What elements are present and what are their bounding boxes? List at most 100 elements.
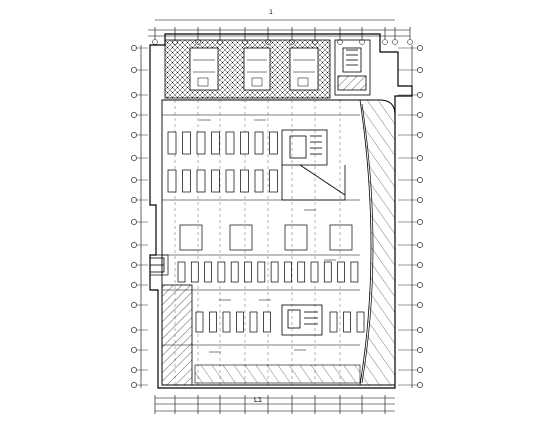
top-dimension-lines [148, 19, 410, 37]
parking-stall [356, 311, 365, 333]
left-axis-bubble [131, 155, 137, 161]
bottom-axis-ticks [154, 395, 386, 414]
top-axis-bubble [382, 39, 388, 45]
right-axis-bubble [417, 132, 423, 138]
parking-stall [211, 131, 220, 155]
parking-stall [269, 169, 278, 193]
parking-stall [225, 131, 235, 155]
right-axis-bubble [417, 155, 423, 161]
right-axis-bubble [417, 282, 423, 288]
annotation-marks [199, 119, 336, 353]
right-axis-bubble [417, 177, 423, 183]
parking-stall [217, 261, 226, 283]
top-axis-bubble [337, 39, 343, 45]
parking-stall [195, 311, 204, 333]
right-axis-bubble [417, 262, 423, 268]
bottom-axis-label: L1 [254, 396, 262, 404]
parking-stall [254, 169, 264, 193]
parking-stall [211, 169, 220, 193]
left-axis-grid [131, 45, 148, 388]
left-axis-bubble [131, 302, 137, 308]
parking-stall [196, 131, 206, 155]
parking-stall [284, 261, 292, 283]
top-right-core [334, 39, 371, 96]
parking-stall [177, 261, 186, 283]
parking-stall [209, 311, 217, 333]
left-axis-bubble [131, 262, 137, 268]
parking-stall [337, 261, 345, 283]
parking-stall [236, 311, 244, 333]
right-axis-bubble [417, 219, 423, 225]
central-core [281, 129, 346, 201]
left-axis-bubble [131, 197, 137, 203]
parking-stall [167, 169, 177, 193]
top-axis-bubble [359, 39, 365, 45]
parking-stall [257, 261, 266, 283]
left-entry [149, 257, 165, 273]
left-axis-bubble [131, 242, 137, 248]
bottom-hatched-strip [194, 364, 361, 384]
parking-stall [204, 261, 212, 283]
left-axis-bubble [131, 347, 137, 353]
left-axis-bubble [131, 177, 137, 183]
right-axis-bubble [417, 347, 423, 353]
left-axis-bubble [131, 219, 137, 225]
parking-stall [297, 261, 306, 283]
left-axis-bubble [131, 112, 137, 118]
top-axis-label: 1 [269, 9, 273, 16]
right-axis-bubble [417, 327, 423, 333]
parking-stall [240, 131, 249, 155]
left-axis-bubble [131, 327, 137, 333]
left-axis-bubble [131, 367, 137, 373]
right-axis-bubble [417, 67, 423, 73]
bottom-dimension-lines [155, 397, 395, 412]
parking-stall [167, 131, 177, 155]
parking-stall [269, 131, 278, 155]
right-axis-bubble [417, 382, 423, 388]
left-axis-bubble [131, 67, 137, 73]
right-axis-bubble [417, 112, 423, 118]
lower-core [281, 304, 323, 336]
ramp-curve [361, 103, 374, 384]
top-strip-rooms [189, 47, 319, 91]
parking-stall [222, 311, 231, 333]
parking-stalls [167, 131, 365, 333]
right-axis-grid [398, 45, 423, 388]
ramp-hatched-zone [359, 99, 396, 386]
left-axis-bubble [131, 92, 137, 98]
right-axis-bubble [417, 92, 423, 98]
parking-stall [323, 261, 332, 283]
parking-stall [310, 261, 319, 283]
parking-stall [263, 311, 271, 333]
right-axis-bubble [417, 45, 423, 51]
parking-stall [225, 169, 235, 193]
parking-stall [244, 261, 252, 283]
right-axis-bubble [417, 302, 423, 308]
right-axis-bubble [417, 242, 423, 248]
parking-stall [329, 311, 338, 333]
parking-stall [254, 131, 264, 155]
parking-stall [240, 169, 249, 193]
right-axis-bubble [417, 367, 423, 373]
left-axis-bubble [131, 132, 137, 138]
top-axis-bubble [152, 39, 158, 45]
right-axis-bubble [417, 197, 423, 203]
parking-stall [249, 311, 258, 333]
parking-stall [196, 169, 206, 193]
left-axis-bubble [131, 282, 137, 288]
left-axis-bubble [131, 382, 137, 388]
parking-stall [343, 311, 351, 333]
parking-stall [182, 169, 191, 193]
aisle-lines [162, 114, 360, 346]
parking-stall [350, 261, 359, 283]
top-strip-details [193, 59, 315, 87]
parking-stall [270, 261, 279, 283]
parking-stall [230, 261, 239, 283]
left-axis-bubble [131, 45, 137, 51]
top-axis-bubble [407, 39, 413, 45]
left-hatched-zone [161, 284, 193, 386]
top-axis-bubble [392, 39, 398, 45]
parking-stall [182, 131, 191, 155]
